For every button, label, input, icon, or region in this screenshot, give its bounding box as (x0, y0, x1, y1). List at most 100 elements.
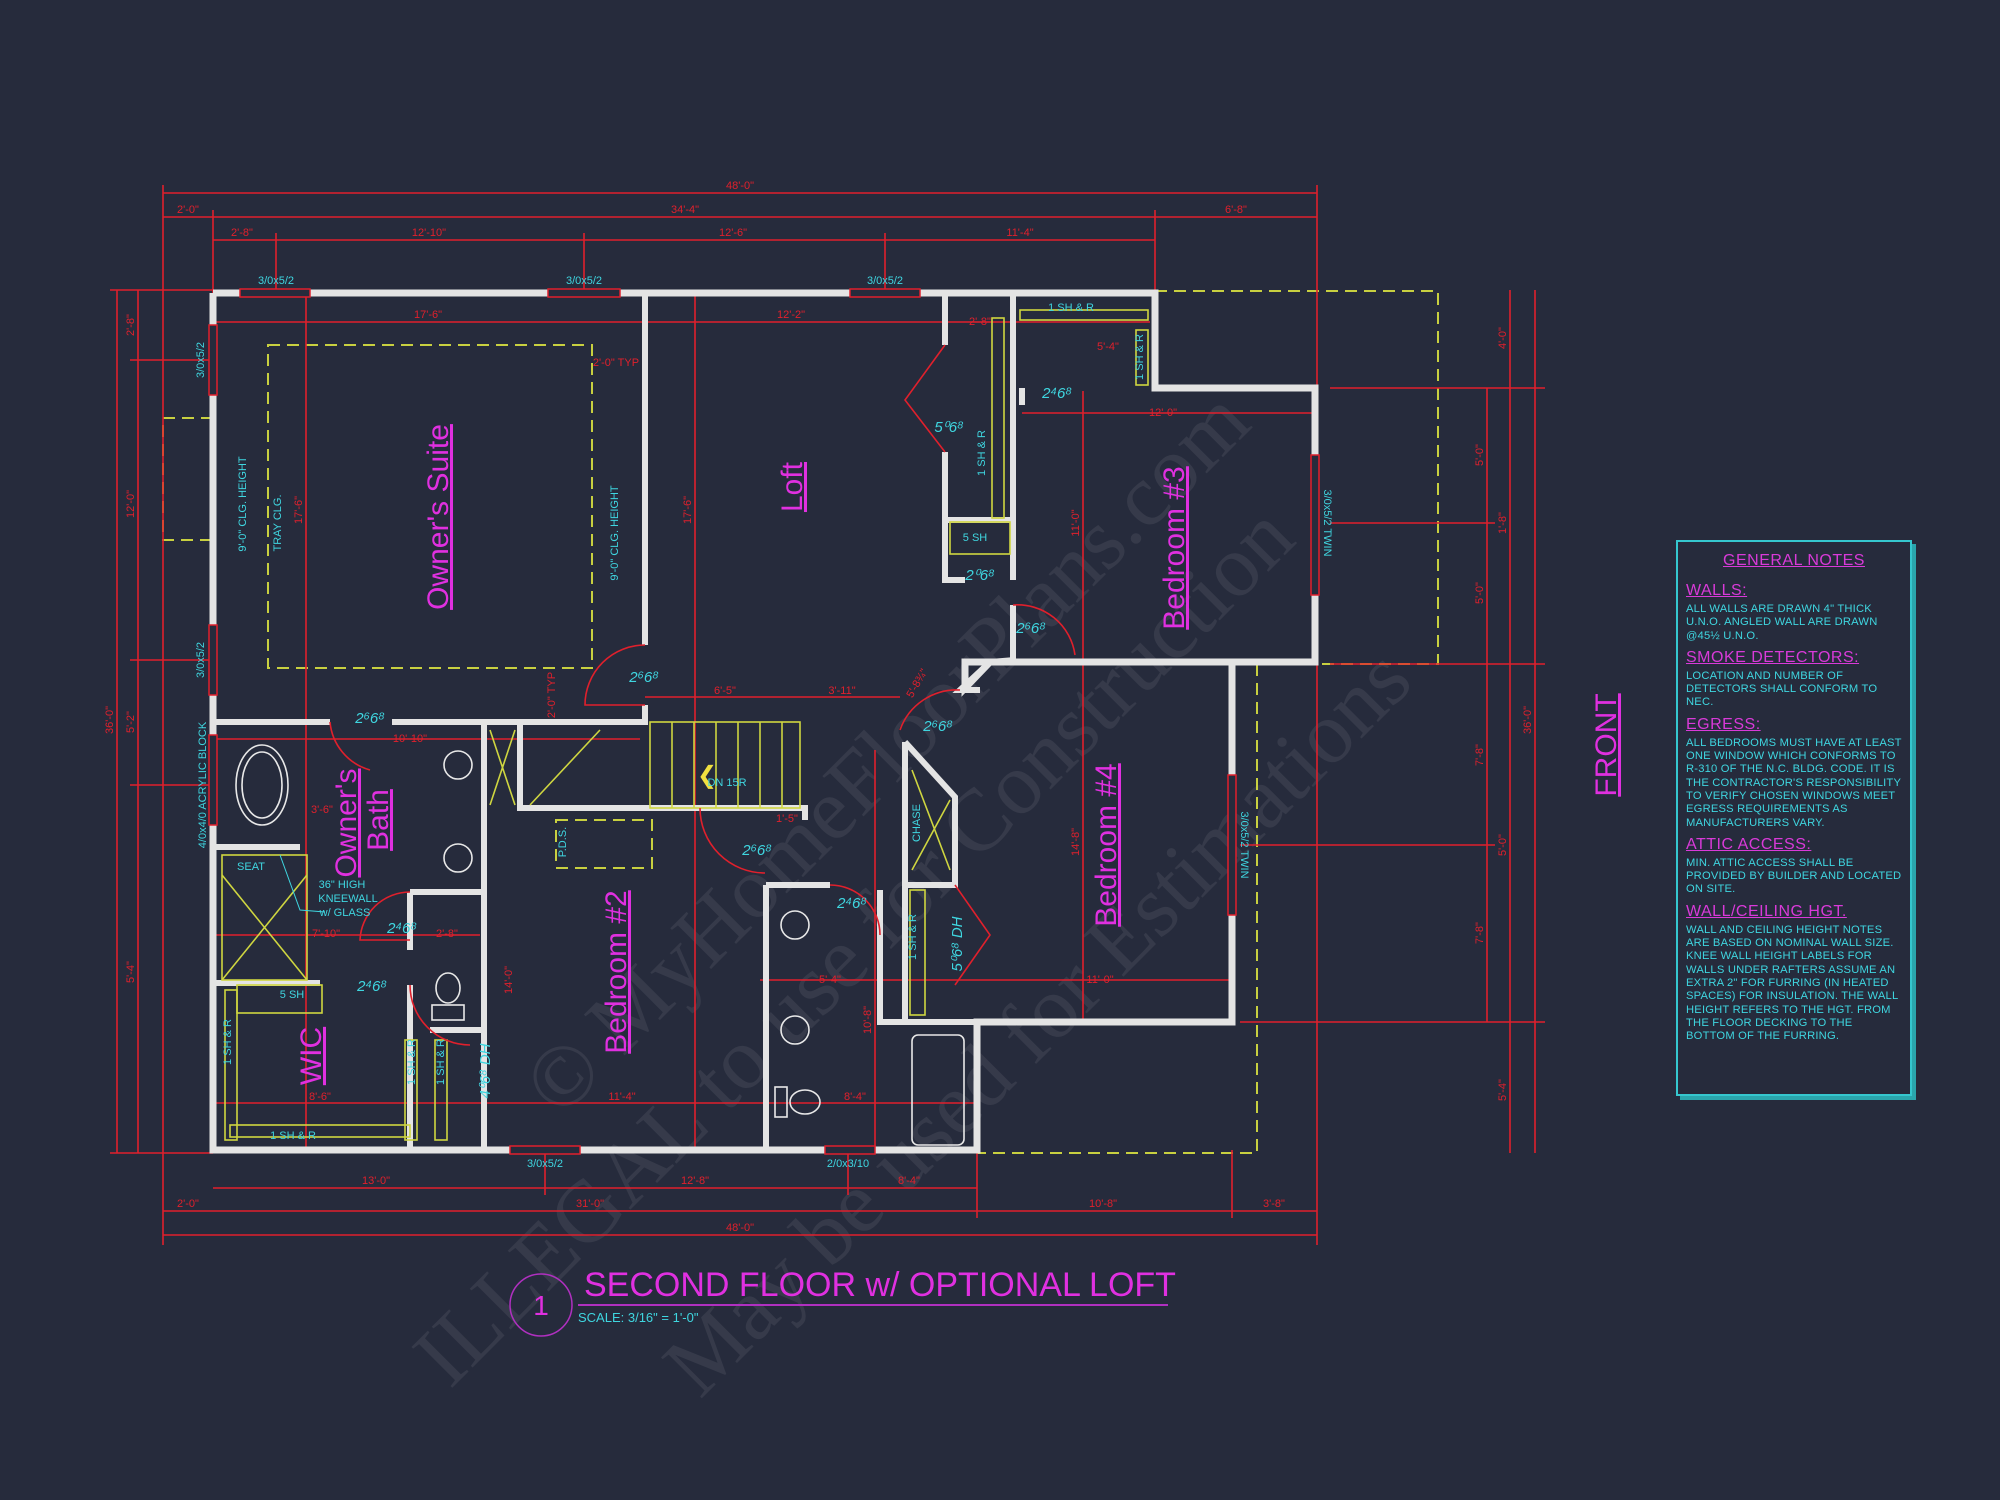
door-label: 2⁴6⁸ (836, 895, 867, 912)
closet-label: 1 SH & R (270, 1130, 316, 1142)
window-labels: 3/0x5/2 3/0x5/2 3/0x5/2 3/0x5/2 3/0x5/2 … (195, 275, 1333, 1170)
closet-label: 1 SH & R (435, 1039, 447, 1085)
sink-icon (780, 910, 810, 940)
door-swings (329, 344, 1076, 1046)
dim-label: 14'-0" (503, 966, 515, 994)
dim-label: 5'-0" (1497, 834, 1509, 856)
toilet-icon (789, 1089, 821, 1115)
window (1310, 454, 1320, 596)
dim-label: 8'-6" (309, 1091, 331, 1103)
window-label: 3/0x5/2 (867, 275, 903, 287)
dim-label: 2'-0" (177, 1198, 199, 1210)
dim-label: 2'-8" (436, 928, 458, 940)
dim-label: 48'-0" (726, 1222, 754, 1234)
dim-label: 5'-4" (819, 974, 841, 986)
window (1227, 774, 1237, 916)
roof-outline-lower (977, 664, 1258, 1154)
ceiling-height-note: 9'-0" CLG. HEIGHT (609, 485, 621, 581)
dim-label: 2'-0" (177, 204, 199, 216)
window-label: 2/0x3/10 (827, 1158, 869, 1170)
dim-label: 2'-0" TYP (546, 672, 558, 718)
dim-label: 1'-8" (1497, 512, 1509, 534)
room-label-bedroom-3: Bedroom #3 (1158, 466, 1191, 629)
pds-label: P.D.S. (557, 827, 569, 857)
closet-label: 1 SH & R (222, 1019, 234, 1065)
closet-label: 5 SH (280, 989, 305, 1001)
room-label-bedroom-4: Bedroom #4 (1090, 763, 1123, 926)
dim-label: 10'-8" (1089, 1198, 1117, 1210)
dim-label: 12'-0" (125, 490, 137, 518)
closet-label: 1 SH & R (976, 430, 988, 476)
closet-label: 5 SH (963, 532, 988, 544)
tray-ceiling-outline (267, 344, 593, 669)
drawing-title: 1 SECOND FLOOR w/ OPTIONAL LOFT SCALE: 3… (509, 1266, 1176, 1337)
dim-label: 4'-0" (1497, 327, 1509, 349)
drawing-scale: SCALE: 3/16" = 1'-0" (578, 1310, 699, 1325)
watermark: © MyHomeFloorPlans.com ILLEGAL to use fo… (396, 372, 1430, 1414)
window-label: 3/0x5/2 (195, 642, 207, 678)
sink-icon (443, 750, 473, 780)
window-label: 3/0x5/2 (195, 342, 207, 378)
door-label: 2⁴6⁸ (356, 978, 387, 995)
dim-label: 5'-4" (1097, 341, 1119, 353)
toilet-icon (435, 972, 461, 1004)
note-body-egress: ALL BEDROOMS MUST HAVE AT LEAST ONE WIND… (1686, 736, 1902, 829)
note-body-wall-ceiling-height: WALL AND CEILING HEIGHT NOTES ARE BASED … (1686, 923, 1898, 1043)
windows (208, 288, 1320, 1155)
dim-label: 12'-0" (1149, 407, 1177, 419)
dashed-outlines (162, 290, 1439, 1154)
dim-label: 8'-4" (844, 1091, 866, 1103)
dim-label: 17'-6" (293, 496, 305, 524)
roof-outline-right (1155, 290, 1439, 665)
sink-icon (443, 843, 473, 873)
chase-label: CHASE (911, 804, 923, 842)
note-title-walls: WALLS: (1686, 582, 1748, 599)
window (547, 288, 621, 298)
dim-label: 5'-4" (125, 961, 137, 983)
dim-label: 2'-0" TYP (593, 357, 639, 369)
window (239, 288, 311, 298)
door-label: 2⁴6⁸ (386, 920, 417, 937)
dim-label: 17'-6" (682, 496, 694, 524)
note-body-walls: ALL WALLS ARE DRAWN 4" THICK U.N.O. ANGL… (1686, 603, 1878, 642)
note-title-egress: EGRESS: (1686, 715, 1761, 733)
dim-label: 10'-8" (862, 1006, 874, 1034)
drawing-number: 1 (533, 1290, 549, 1321)
fixtures (235, 744, 965, 1146)
dim-label: 17'-6" (414, 309, 442, 321)
dim-label: 12'-8" (681, 1175, 709, 1187)
angled-wall (952, 657, 1016, 693)
dim-label: 10'-10" (393, 733, 427, 745)
wall (942, 452, 965, 583)
window-label: 4/0x4/0 ACRYLIC BLOCK (197, 721, 209, 848)
front-label: FRONT (1590, 693, 1623, 796)
note-title-wall-ceiling-height: WALL/CEILING HGT. (1686, 902, 1847, 920)
note-title-smoke-detectors: SMOKE DETECTORS: (1686, 648, 1860, 666)
room-label-bedroom-2: Bedroom #2 (600, 890, 633, 1053)
door-label: 2⁶6⁸ (1015, 620, 1045, 637)
dim-label: 2'-8" (231, 227, 253, 239)
dim-label: 7'-8" (1474, 744, 1486, 766)
kneewall-note: w/ GLASS (319, 907, 371, 919)
room-label-loft: Loft (776, 461, 809, 512)
closet-label: 1 SH & R (1048, 302, 1094, 314)
drawing-title-text: SECOND FLOOR w/ OPTIONAL LOFT (584, 1266, 1176, 1304)
door-label: 5⁰6⁸ (934, 419, 963, 436)
closet-label: 1 SH & R (406, 1039, 418, 1085)
stair-direction-arrow-icon: ❮ (697, 761, 717, 789)
ceiling-height-note: 9'-0" CLG. HEIGHT (237, 456, 249, 552)
shower-seat-label: SEAT (237, 861, 265, 873)
window-label: 3/0x5/2 (566, 275, 602, 287)
dim-label: 31'-0" (576, 1198, 604, 1210)
door-label: 2⁶6⁸ (628, 669, 658, 686)
dim-label: 11'-0" (1070, 509, 1082, 536)
exterior-wall (209, 289, 1319, 1154)
door-label: 2⁶6⁸ (354, 710, 384, 727)
door-label: 4⁰6⁸ DH (477, 1043, 494, 1098)
window (824, 1145, 876, 1155)
general-notes-panel: GENERAL NOTES WALLS: ALL WALLS ARE DRAWN… (1676, 540, 1912, 1096)
closet-label: 1 SH & R (907, 914, 919, 960)
kneewall-note: KNEEWALL (318, 893, 378, 905)
dim-label: 3'-11" (828, 685, 855, 697)
dim-label: 36'-0" (104, 706, 116, 734)
